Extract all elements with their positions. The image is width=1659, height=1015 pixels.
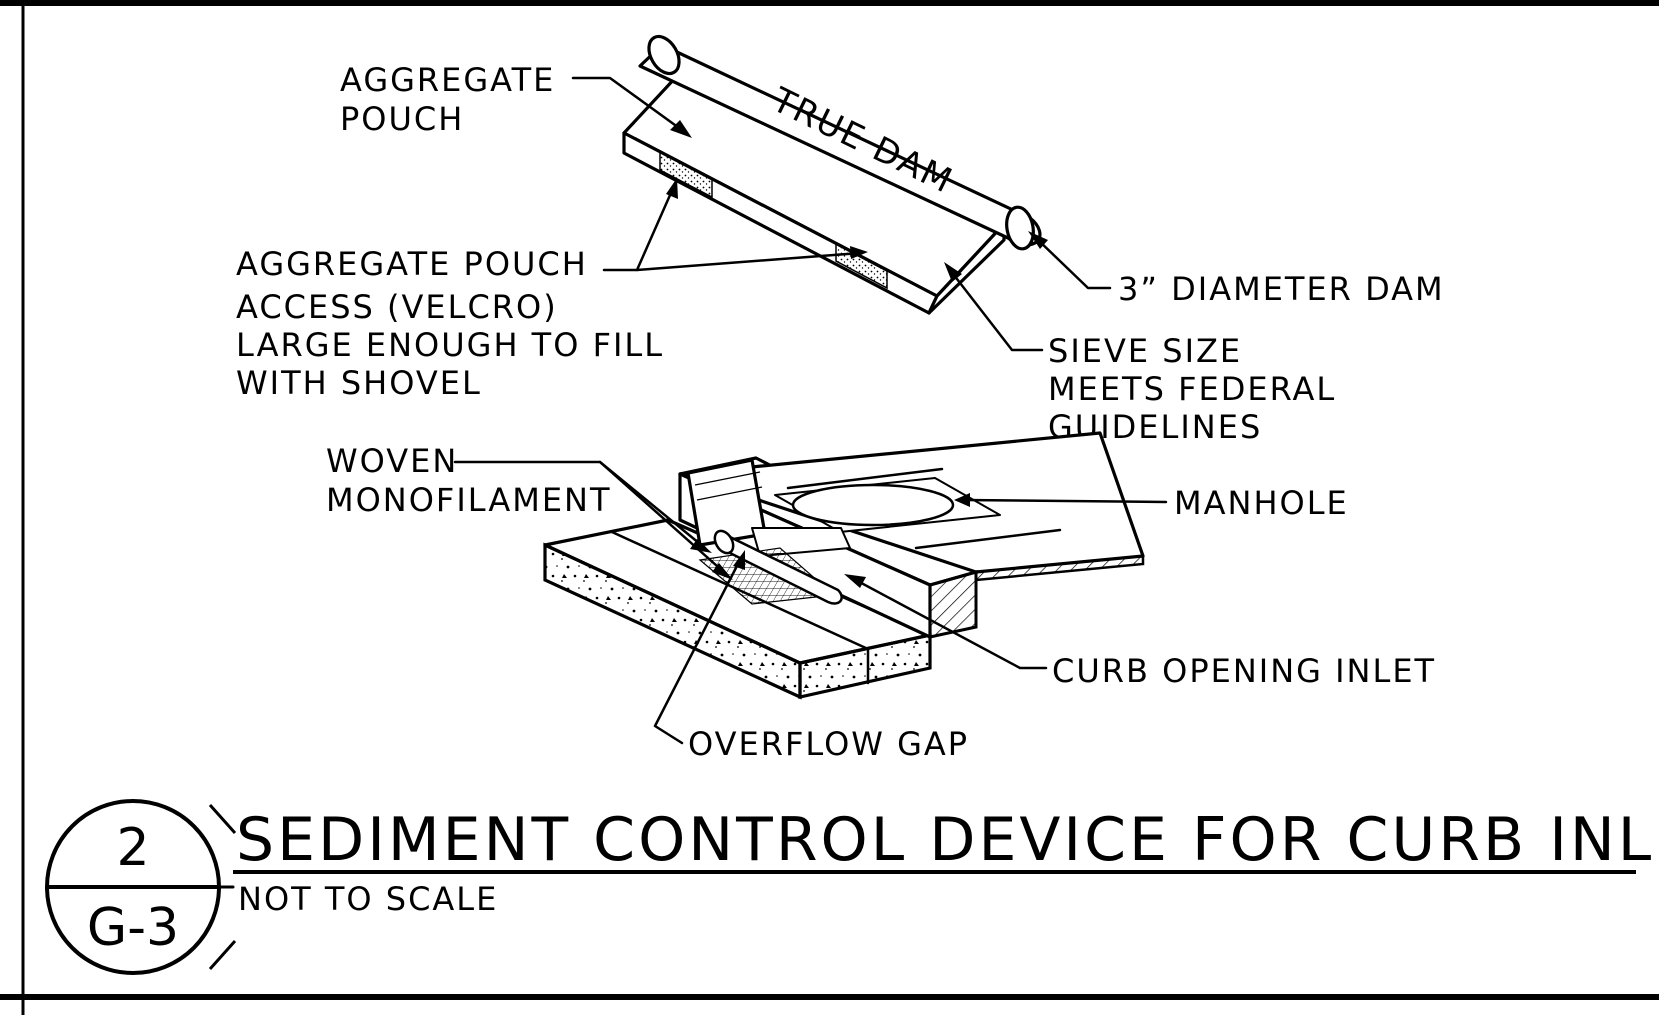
woven-callout: WOVEN MONOFILAMENT [326, 442, 733, 580]
curb-opening-label: CURB OPENING INLET [1052, 652, 1436, 690]
true-dam-device: TRUE DAM [622, 34, 1042, 315]
detail-sheet: G-3 [87, 898, 179, 958]
aggregate-pouch-label-1: AGGREGATE [340, 61, 555, 99]
sieve-size-label-2: MEETS FEDERAL [1048, 370, 1336, 408]
detail-subtitle: NOT TO SCALE [238, 880, 498, 918]
sieve-size-label-1: SIEVE SIZE [1048, 332, 1242, 370]
manhole-callout: MANHOLE [954, 484, 1349, 522]
pouch-access-label-1: AGGREGATE POUCH [236, 245, 588, 283]
aggregate-pouch-label-2: POUCH [340, 100, 464, 138]
woven-label-1: WOVEN [326, 442, 458, 480]
pouch-access-callout: AGGREGATE POUCH ACCESS (VELCRO) LARGE EN… [236, 178, 868, 402]
detail-callout-bubble: 2 G-3 [45, 799, 237, 975]
pouch-access-label-2: ACCESS (VELCRO) [236, 288, 558, 326]
dam-diameter-label: 3” DIAMETER DAM [1118, 270, 1445, 308]
title-block: SEDIMENT CONTROL DEVICE FOR CURB INLET N… [233, 805, 1659, 918]
dam-diameter-callout: 3” DIAMETER DAM [1028, 231, 1445, 308]
manhole-label: MANHOLE [1174, 484, 1349, 522]
pouch-access-left [659, 150, 713, 199]
woven-label-2: MONOFILAMENT [326, 481, 612, 519]
curb-inlet-assembly [543, 431, 1145, 700]
aggregate-pouch-callout: AGGREGATE POUCH [340, 61, 692, 138]
pouch-access-label-3: LARGE ENOUGH TO FILL [236, 326, 664, 364]
curb-opening-callout: CURB OPENING INLET [844, 574, 1436, 690]
pouch-access-label-4: WITH SHOVEL [236, 364, 482, 402]
detail-title: SEDIMENT CONTROL DEVICE FOR CURB INLET [236, 805, 1659, 875]
detail-number: 2 [116, 818, 149, 878]
overflow-gap-callout: OVERFLOW GAP [653, 550, 969, 763]
overflow-gap-label: OVERFLOW GAP [688, 725, 969, 763]
